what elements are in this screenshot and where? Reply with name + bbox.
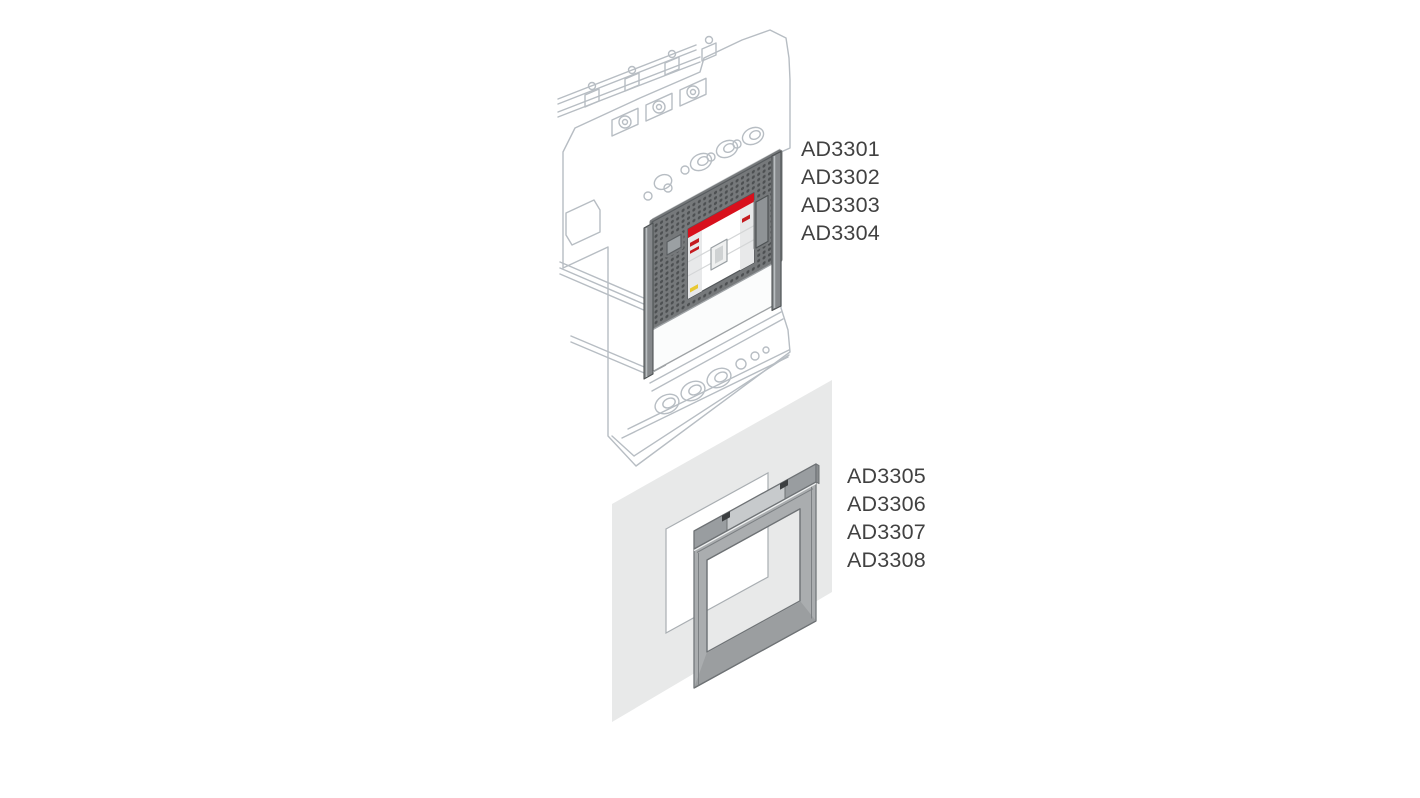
frame-top-bar-window	[727, 480, 785, 531]
red-mark-2	[690, 245, 699, 254]
frame-part-numbers: AD3305 AD3306 AD3307 AD3308	[847, 462, 926, 574]
part-number: AD3307	[847, 520, 926, 544]
red-stripe	[688, 192, 754, 238]
flange-frame	[693, 463, 820, 689]
cover-window	[685, 189, 757, 302]
frame-kit-figure	[612, 380, 832, 722]
part-number: AD3306	[847, 492, 926, 516]
frame-top-bar	[693, 463, 820, 550]
part-number: AD3302	[801, 165, 880, 189]
yellow-mark	[690, 284, 698, 293]
cover-square-hole	[664, 231, 684, 258]
cover-right-rail	[771, 150, 782, 312]
breaker-toggle	[710, 238, 728, 271]
red-mark-1	[690, 237, 699, 247]
left-side-details	[559, 199, 650, 376]
part-number: AD3301	[801, 137, 880, 161]
part-number: AD3303	[801, 193, 880, 217]
cover-label-band	[651, 259, 781, 373]
cover-left-rail	[643, 222, 667, 380]
part-number: AD3308	[847, 548, 926, 572]
bar-clip-left	[722, 511, 730, 522]
upper-terminal-holes	[643, 126, 765, 201]
cover-slot	[753, 192, 771, 251]
front-cover	[643, 148, 783, 380]
lower-terminal-holes	[611, 311, 790, 457]
frame-sill	[694, 600, 816, 688]
top-terminal-openings	[611, 77, 707, 137]
terminal-clamps	[584, 35, 717, 108]
cover-part-numbers: AD3301 AD3302 AD3303 AD3304	[801, 135, 880, 247]
red-mark-3	[742, 214, 750, 223]
bar-clip-right	[780, 479, 788, 490]
breaker-with-cover-figure	[557, 29, 791, 467]
part-number: AD3305	[847, 464, 926, 488]
trip-unit-right-column	[740, 201, 754, 271]
part-number: AD3304	[801, 221, 880, 245]
